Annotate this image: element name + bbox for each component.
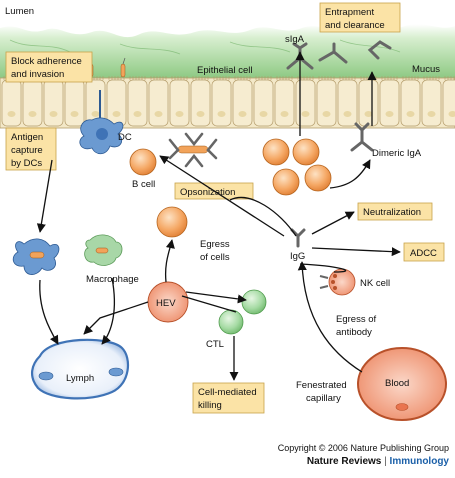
nk-cell-label: NK cell [360,278,390,289]
copyright-text: Copyright © 2006 Nature Publishing Group [278,443,449,453]
epithelial-cell [422,80,441,126]
dc-label: DC [118,132,132,143]
cell-mediated-label-2: killing [198,400,222,411]
lymph-label: Lymph [66,373,94,384]
igg-label: IgG [290,251,305,262]
blood-label: Blood [385,378,409,389]
lymph-vessel-icon [32,340,128,399]
neutralization-box: Neutralization [358,203,432,220]
siga-label: sIgA [285,34,305,45]
epithelial-cell [296,80,315,126]
epithelial-cell [233,80,252,126]
opsonization-complex-icon [170,134,216,166]
epithelial-nucleus [92,111,100,117]
cell-mediated-killing-box: Cell-mediated killing [193,383,264,413]
macrophage-icon [85,235,122,266]
epithelial-cell-label: Epithelial cell [197,65,252,76]
brand-separator: | [384,456,387,467]
epithelial-nucleus [344,111,352,117]
epithelial-nucleus [407,111,415,117]
epithelial-nucleus [323,111,331,117]
epithelial-cell [254,80,273,126]
epithelial-nucleus [155,111,163,117]
epithelial-cell [338,80,357,126]
entrapment-box: Entrapment and clearance [320,3,400,32]
entrapment-label: Entrapment [325,7,374,18]
ctl-cells-icon [219,290,266,334]
epithelial-cell [317,80,336,126]
cell-mediated-label: Cell-mediated [198,387,257,398]
adcc-box: ADCC [404,243,444,261]
epithelium [0,76,455,128]
epithelial-cell [443,80,455,126]
epithelial-nucleus [281,111,289,117]
mucus-label: Mucus [412,64,440,75]
epithelial-cell [128,80,147,126]
epithelial-cell [65,80,84,126]
epithelial-nucleus [260,111,268,117]
epithelial-cell [275,80,294,126]
epithelial-cell [359,80,378,126]
antigen-capture-label: Antigen [11,132,43,143]
migrating-dc-icon [13,239,59,275]
epithelial-cell [23,80,42,126]
fenestrated-label-2: capillary [306,393,341,404]
dimeric-iga-label: Dimeric IgA [372,148,422,159]
epithelial-cell [149,80,168,126]
epithelial-cell [2,80,21,126]
entrapment-label-2: and clearance [325,20,385,31]
epithelial-nucleus [386,111,394,117]
lumen-label: Lumen [5,6,34,17]
egress-antibody-label-2: antibody [336,327,372,338]
ctl-label: CTL [206,339,224,350]
opsonization-label: Opsonization [180,187,235,198]
epithelial-nucleus [29,111,37,117]
epithelial-nucleus [134,111,142,117]
antigen-capture-box: Antigen capture by DCs [6,128,56,170]
egress-antibody-label: Egress of [336,314,376,325]
hev-label: HEV [156,298,176,309]
block-adherence-box: Block adherence and invasion [6,52,92,82]
epithelial-nucleus [428,111,436,117]
adcc-label: ADCC [410,248,437,259]
epithelial-nucleus [218,111,226,117]
epithelial-cell [107,80,126,126]
epithelial-nucleus [365,111,373,117]
b-cell-label: B cell [132,179,155,190]
epithelial-cell [191,80,210,126]
epithelial-cell [380,80,399,126]
antigen-capture-label-3: by DCs [11,158,42,169]
epithelial-nucleus [197,111,205,117]
b-cell-2-icon [157,207,187,237]
epithelial-cell [212,80,231,126]
plasma-cell-cluster-icon [263,139,331,195]
egress-cells-label-2: of cells [200,252,230,263]
epithelial-cell [170,80,189,126]
epithelial-nucleus [8,111,16,117]
epithelial-nucleus [71,111,79,117]
journal-name: Immunology [390,456,449,467]
epithelial-cell [401,80,420,126]
neutralization-label: Neutralization [363,207,421,218]
epithelial-nucleus [176,111,184,117]
journal-brand: Nature Reviews | Immunology [307,456,449,467]
egress-cells-label: Egress [200,239,230,250]
block-adherence-label: Block adherence [11,56,82,67]
epithelial-cell [44,80,63,126]
epithelial-nucleus [239,111,247,117]
fenestrated-label: Fenestrated [296,380,347,391]
nk-cell-icon [320,269,355,295]
epithelial-nucleus [113,111,121,117]
antigen-capture-label-2: capture [11,145,43,156]
epithelial-nucleus [50,111,58,117]
brand-name: Nature Reviews [307,456,381,467]
epithelial-nucleus [302,111,310,117]
b-cell-icon [130,149,156,175]
block-adherence-label-2: and invasion [11,69,64,80]
